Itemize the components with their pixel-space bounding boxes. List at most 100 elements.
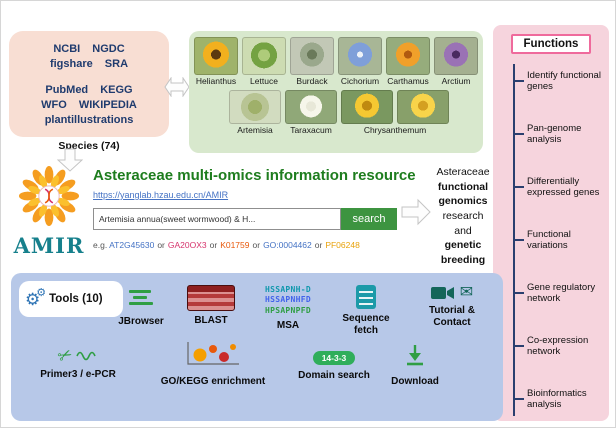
outcome-line: genetic breeding — [440, 239, 486, 267]
function-item: Co-expression network — [515, 335, 605, 357]
search-bar: search — [93, 208, 437, 230]
tool-label: GO/KEGG enrichment — [160, 376, 266, 387]
sequence-document-icon — [356, 285, 376, 309]
tree-tick-icon — [515, 133, 524, 136]
tool-label: Domain search — [298, 370, 370, 381]
function-item: Bioinformatics analysis — [515, 388, 605, 410]
plant-cell: Cichorium — [338, 37, 382, 86]
msa-alignment-icon: HSSAPNH-D HSSAPNHFD HPSAPNPFD — [249, 285, 327, 316]
function-item: Gene regulatory network — [515, 282, 605, 304]
plant-image — [242, 37, 286, 75]
example-separator: or — [209, 240, 218, 250]
function-item: Pan-genome analysis — [515, 123, 605, 145]
plant-label: Carthamus — [387, 76, 429, 86]
function-label: Co-expression network — [527, 334, 589, 357]
tree-tick-icon — [515, 344, 524, 347]
plant-label: Burdack — [296, 76, 328, 86]
example-separator: or — [157, 240, 165, 250]
search-button[interactable]: search — [341, 208, 397, 230]
primer-icon-group: ✂ — [25, 344, 131, 368]
species-row-2: Artemisia Taraxacum Chrysanthemum — [189, 86, 483, 135]
plant-image — [285, 90, 337, 124]
plant-image — [194, 37, 238, 75]
tool-download[interactable]: Download — [383, 343, 447, 388]
functions-title: Functions — [511, 34, 591, 54]
tool-sequence-fetch[interactable]: Sequence fetch — [331, 285, 401, 337]
plant-cell: Lettuce — [242, 37, 286, 86]
function-item: Functional variations — [515, 229, 605, 251]
blast-window-icon — [187, 285, 235, 311]
source-line: plantillustrations — [44, 114, 134, 126]
example-prefix: e.g. — [93, 240, 108, 250]
sunflower-logo-icon — [18, 165, 80, 227]
plant-cell: Arctium — [434, 37, 478, 86]
outcome-line: and — [454, 224, 472, 237]
right-arrow-icon — [401, 198, 431, 226]
plant-cell: Artemisia — [229, 90, 281, 135]
function-label: Differentially expressed genes — [527, 175, 600, 199]
tool-label-line: Contact — [433, 317, 471, 328]
tool-tutorial-contact[interactable]: ✉ Tutorial & Contact — [407, 285, 497, 329]
example-separator: or — [252, 240, 261, 250]
outcome-line: Asteraceae — [436, 166, 490, 178]
tools-title-label: ⚙ ⚙ Tools (10) — [19, 281, 123, 317]
plant-cell: Burdack — [290, 37, 334, 86]
example-id: PF06248 — [325, 240, 360, 250]
tools-box: ⚙ ⚙ Tools (10) JBrowser BLAST HSSAPNH-D … — [11, 273, 503, 421]
data-sources-box: NCBI NGDC figshare SRA PubMed KEGG WFO W… — [9, 31, 169, 137]
tool-blast[interactable]: BLAST — [179, 285, 243, 327]
amir-logo: AMIR — [9, 165, 89, 258]
search-input[interactable] — [93, 208, 341, 230]
tree-tick-icon — [515, 186, 524, 189]
gear-icon: ⚙ — [25, 289, 41, 309]
genome-tracks-icon — [129, 290, 153, 305]
dna-strand-icon — [76, 351, 97, 361]
plant-label: Lettuce — [250, 76, 278, 86]
plant-group-chrysanthemum: Chrysanthemum — [341, 90, 449, 135]
tree-tick-icon — [515, 80, 524, 83]
plant-image — [397, 90, 449, 124]
plant-label: Chrysanthemum — [363, 125, 427, 135]
main-section: Asteraceae multi-omics information resou… — [93, 167, 437, 250]
tool-domain-search[interactable]: 14-3-3 Domain search — [291, 347, 377, 382]
functions-panel: Functions Identify functional genes Pan-… — [493, 25, 609, 421]
functions-tree: Identify functional genes Pan-genome ana… — [513, 64, 605, 416]
site-url-link[interactable]: https://yanglab.hzau.edu.cn/AMIR — [93, 190, 229, 200]
tool-label: MSA — [276, 320, 300, 332]
plant-label: Arctium — [441, 76, 471, 86]
plant-cell: Helianthus — [194, 37, 238, 86]
tool-label: BLAST — [194, 315, 228, 326]
envelope-icon: ✉ — [459, 284, 474, 301]
msa-sequence: HSSAPNHFD — [264, 295, 312, 305]
source-group-archives: NCBI NGDC figshare SRA — [9, 31, 169, 72]
tool-jbrowser[interactable]: JBrowser — [107, 289, 175, 328]
outcome-line: research — [442, 210, 484, 223]
double-arrow-icon — [164, 77, 190, 97]
tool-label: Sequence fetch — [342, 313, 390, 336]
outcome-text: Asteraceae functional genomics research … — [431, 165, 495, 268]
plant-image — [290, 37, 334, 75]
plant-cell: Carthamus — [386, 37, 430, 86]
download-icon — [407, 345, 423, 366]
scissors-icon: ✂ — [54, 344, 76, 368]
page-title: Asteraceae multi-omics information resou… — [93, 167, 416, 184]
tool-msa[interactable]: HSSAPNH-D HSSAPNHFD HPSAPNPFD MSA — [249, 285, 327, 332]
source-line: figshare SRA — [49, 58, 129, 70]
tool-go-kegg-enrichment[interactable]: GO/KEGG enrichment — [147, 341, 279, 388]
tool-primer3-epcr[interactable]: ✂ Primer3 / e-PCR — [25, 344, 131, 381]
tool-label-line: Tutorial & — [429, 305, 475, 316]
video-camera-icon — [430, 287, 454, 299]
species-gallery-box: Helianthus Lettuce Burdack Cichorium Car… — [189, 31, 483, 153]
plant-image — [434, 37, 478, 75]
tool-label: Download — [391, 376, 439, 387]
down-arrow-icon — [57, 148, 83, 172]
gear-icon: ⚙ — [36, 286, 47, 299]
bubble-chart-icon — [187, 342, 239, 365]
example-id: K01759 — [220, 240, 250, 250]
tool-label: Primer3 / e-PCR — [40, 369, 116, 380]
function-item: Identify functional genes — [515, 70, 605, 92]
plant-label: Taraxacum — [290, 125, 332, 135]
function-item: Differentially expressed genes — [515, 176, 605, 198]
tool-label: JBrowser — [118, 316, 164, 327]
